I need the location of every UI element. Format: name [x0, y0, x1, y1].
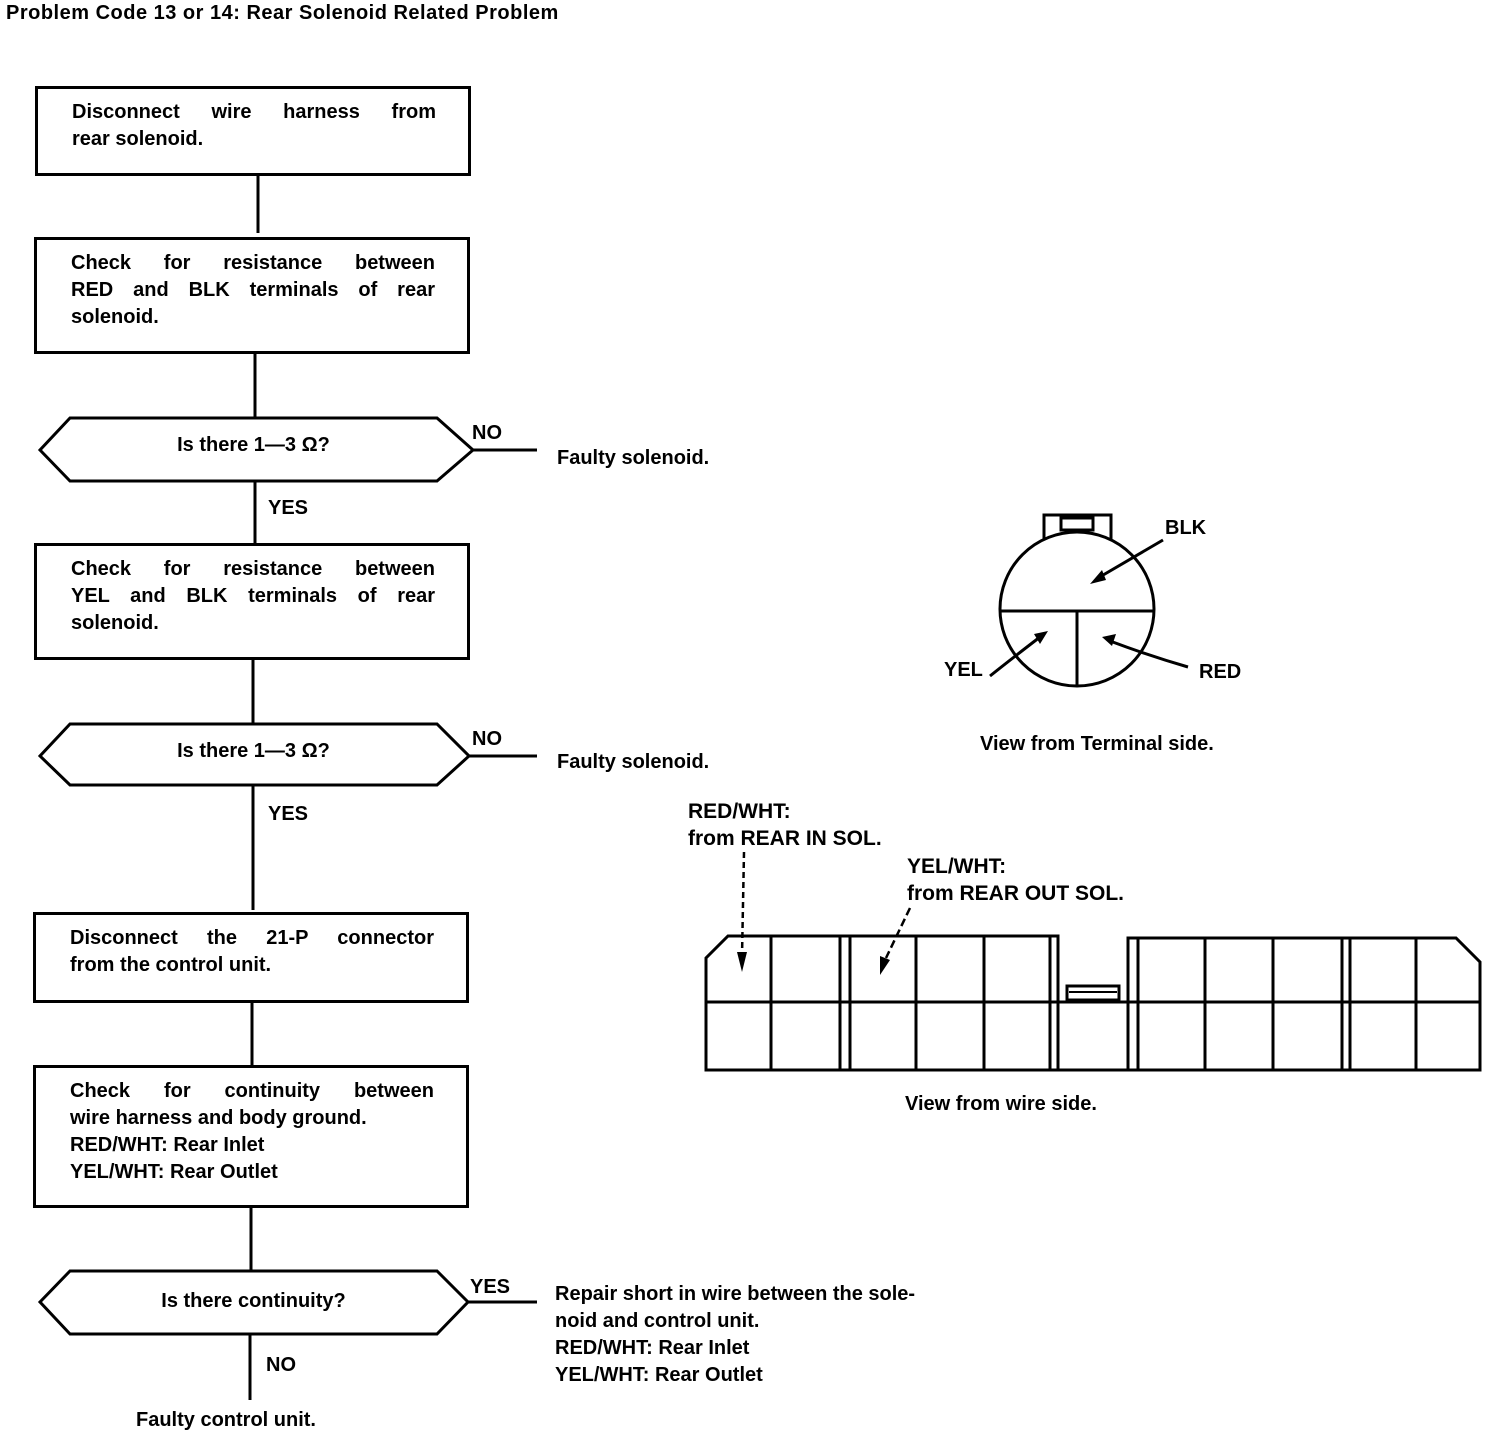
decision3-yes-result-line3: RED/WHT: Rear Inlet: [555, 1337, 750, 1359]
connector-left-outline: [704, 934, 1060, 1072]
yel-wht-pointer-arrow: [880, 956, 890, 975]
step4-line1: Disconnect the 21-P connector: [70, 927, 434, 949]
decision1-no-result: Faulty solenoid.: [557, 447, 710, 469]
solenoid-label-blk: BLK: [1165, 517, 1207, 539]
decision3-no-result: Faulty control unit.: [136, 1409, 316, 1431]
step3-line1: Check for resistance between: [71, 558, 435, 580]
blk-pointer-arrow: [1090, 570, 1106, 584]
red-wht-pointer-arrow: [737, 952, 747, 972]
step5-box: Check for continuity between wire harnes…: [33, 1065, 469, 1208]
red-pointer-arrow: [1102, 634, 1116, 646]
decision2-no-label: NO: [472, 728, 502, 750]
connector-21p-drawing: [704, 851, 1482, 1072]
decision1-shape: [37, 416, 476, 483]
red-pointer-line: [1109, 639, 1189, 669]
step2-box: Check for resistance between RED and BLK…: [34, 237, 470, 354]
flow-connector-lines: [248, 175, 537, 1400]
decision2-no-result: Faulty solenoid.: [557, 751, 710, 773]
red-wht-pointer-line: [740, 851, 746, 957]
red-wht-label-line2: from REAR IN SOL.: [688, 827, 882, 850]
decision3-shape: [37, 1269, 471, 1336]
step3-line2: YEL and BLK terminals of rear: [71, 585, 435, 607]
decision3-yes-result-line1: Repair short in wire between the sole-: [555, 1283, 916, 1305]
decision1-no-label: NO: [472, 422, 502, 444]
connector-caption: View from wire side.: [905, 1093, 1097, 1115]
yel-wht-label-line2: from REAR OUT SOL.: [907, 882, 1125, 905]
step4-line2: from the control unit.: [70, 954, 272, 976]
decision2-shape: [37, 722, 472, 787]
decision2-question: Is there 1—3 Ω?: [177, 740, 330, 762]
step1-line1: Disconnect wire harness from: [72, 101, 436, 123]
connector-right-outline: [1126, 936, 1482, 1072]
solenoid-terminal-drawing: [989, 513, 1189, 688]
blk-pointer-line: [1097, 538, 1164, 580]
step1-box: Disconnect wire harness from rear soleno…: [35, 86, 471, 176]
yel-wht-pointer-line: [884, 907, 912, 959]
step2-line1: Check for resistance between: [71, 252, 435, 274]
connector-latch: [1065, 984, 1121, 1002]
solenoid-label-red: RED: [1199, 661, 1242, 683]
step2-line2: RED and BLK terminals of rear: [71, 279, 435, 301]
red-wht-label: RED/WHT: from REAR IN SOL.: [688, 798, 882, 852]
yel-pointer-line: [989, 635, 1041, 678]
decision3-question: Is there continuity?: [161, 1290, 346, 1312]
decision3-no-label: NO: [266, 1354, 296, 1376]
decision2-yes-label: YES: [268, 803, 309, 825]
step4-box: Disconnect the 21-P connector from the c…: [33, 912, 469, 1003]
yel-pointer-arrow: [1034, 631, 1048, 644]
solenoid-tab-slot: [1059, 516, 1095, 532]
yel-wht-label-line1: YEL/WHT:: [907, 855, 1007, 878]
red-wht-label-line1: RED/WHT:: [688, 800, 791, 823]
step5-line4: YEL/WHT: Rear Outlet: [70, 1161, 278, 1183]
decision3-yes-result: Repair short in wire between the sole- n…: [555, 1281, 915, 1389]
step1-line2: rear solenoid.: [72, 128, 204, 150]
page-title: Problem Code 13 or 14: Rear Solenoid Rel…: [6, 2, 559, 24]
solenoid-caption: View from Terminal side.: [980, 733, 1214, 755]
decision3-yes-result-line4: YEL/WHT: Rear Outlet: [555, 1364, 763, 1386]
decision3-yes-result-line2: noid and control unit.: [555, 1310, 760, 1332]
step3-box: Check for resistance between YEL and BLK…: [34, 543, 470, 660]
solenoid-label-yel: YEL: [944, 659, 983, 681]
step5-line3: RED/WHT: Rear Inlet: [70, 1134, 265, 1156]
decision1-question: Is there 1—3 Ω?: [177, 434, 330, 456]
step2-line3: solenoid.: [71, 306, 159, 328]
decision1-yes-label: YES: [268, 497, 309, 519]
step5-line2: wire harness and body ground.: [70, 1107, 367, 1129]
step5-line1: Check for continuity between: [70, 1080, 434, 1102]
step3-line3: solenoid.: [71, 612, 159, 634]
decision3-yes-label: YES: [470, 1276, 511, 1298]
yel-wht-label: YEL/WHT: from REAR OUT SOL.: [907, 853, 1124, 907]
